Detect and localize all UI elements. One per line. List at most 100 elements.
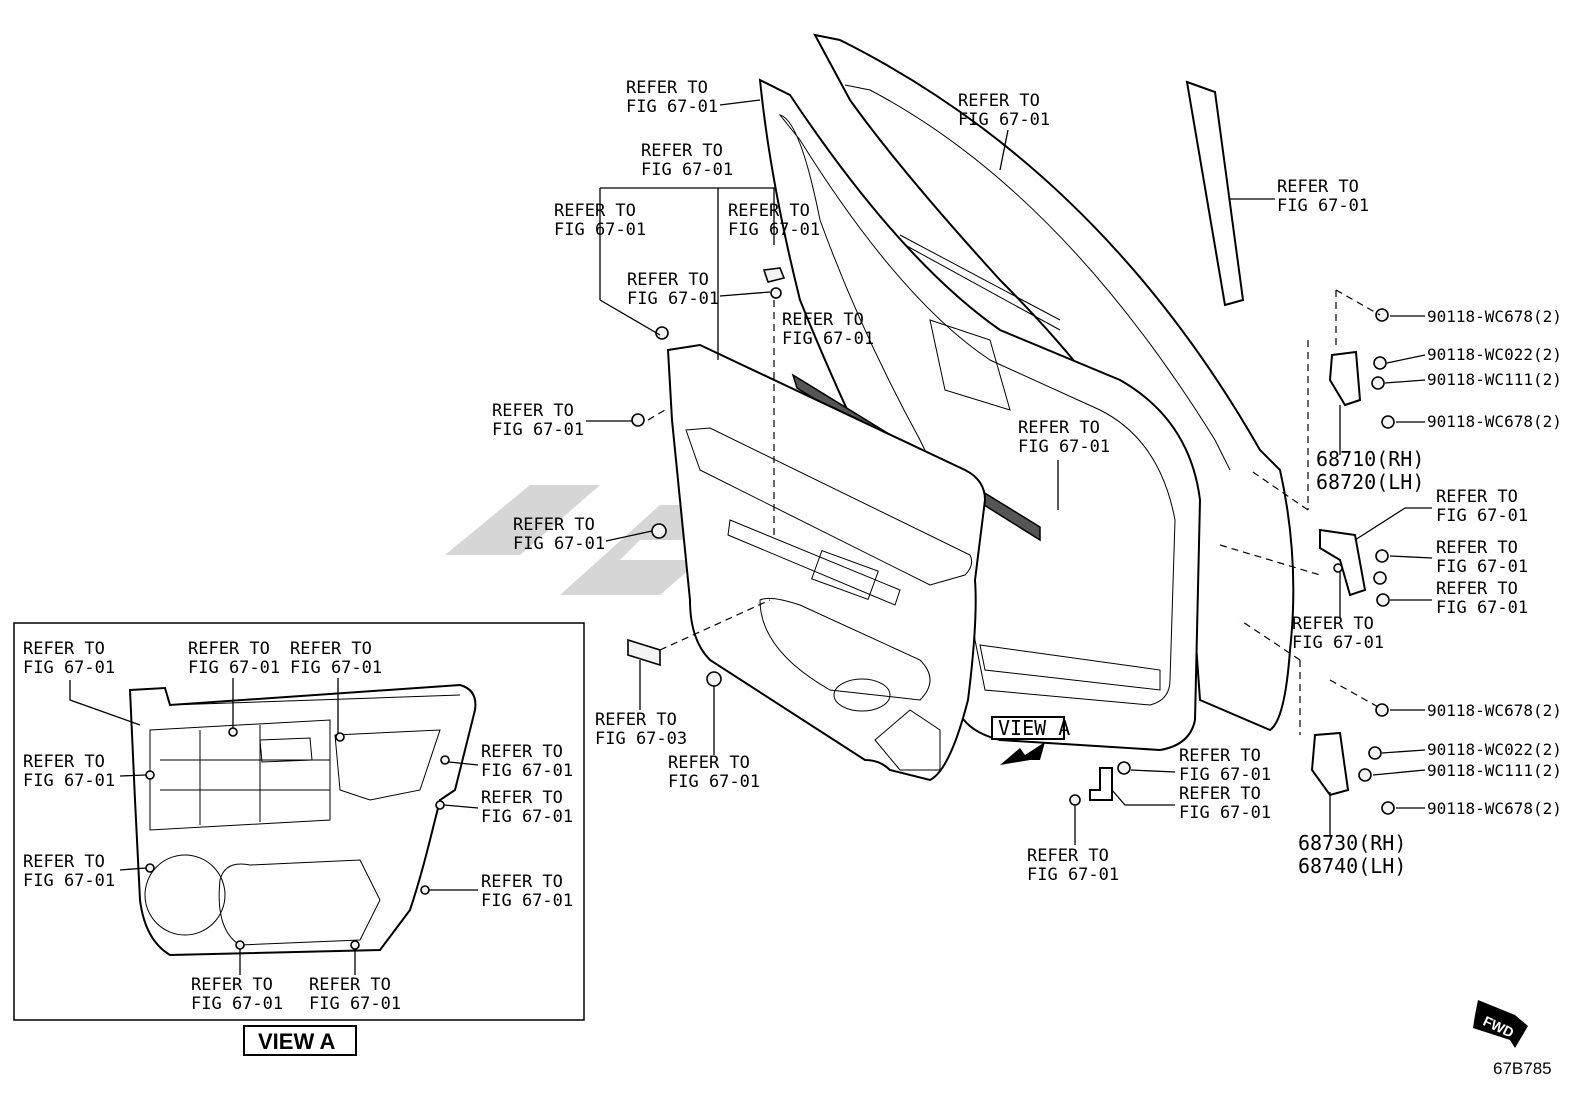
reference-label: FIG 67-01 — [23, 658, 115, 678]
reference-label: REFER TO — [1436, 579, 1518, 599]
door-trim-panel — [666, 343, 987, 782]
reference-label: FIG 67-01 — [1436, 506, 1528, 526]
reference-label: REFER TO — [627, 270, 709, 290]
reference-label: FIG 67-01 — [1292, 633, 1384, 653]
reference-label: REFER TO — [290, 639, 372, 659]
part-number: 90118-WC678(2) — [1427, 307, 1562, 326]
reference-label: REFER TO — [1179, 784, 1261, 804]
main-labels: REFER TO FIG 67-01 REFER TO FIG 67-01 RE… — [492, 78, 1528, 885]
lower-hinge — [1310, 703, 1395, 815]
reference-label: REFER TO — [23, 639, 105, 659]
reference-label: REFER TO — [1179, 746, 1261, 766]
reference-label: FIG 67-01 — [191, 994, 283, 1014]
view-arrow-icon — [1000, 742, 1045, 765]
reference-label: REFER TO — [1018, 418, 1100, 438]
reference-label: FIG 67-01 — [1436, 557, 1528, 577]
view-a-marker: VIEW A — [991, 716, 1070, 765]
reference-label: REFER TO — [23, 852, 105, 872]
reference-label: FIG 67-01 — [492, 420, 584, 440]
reference-label: FIG 67-01 — [290, 658, 382, 678]
reference-label: FIG 67-01 — [626, 97, 718, 117]
assembly-dashes — [647, 289, 1381, 735]
fwd-arrow: FWD — [1473, 1000, 1528, 1048]
reference-label: REFER TO — [1292, 614, 1374, 634]
reference-label: REFER TO — [554, 201, 636, 221]
reference-label: REFER TO — [481, 742, 563, 762]
reference-label: REFER TO — [626, 78, 708, 98]
reference-label: REFER TO — [23, 752, 105, 772]
reference-label: FIG 67-01 — [1436, 598, 1528, 618]
reference-label: FIG 67-01 — [1277, 196, 1369, 216]
reference-label: FIG 67-01 — [481, 807, 573, 827]
reference-label: REFER TO — [958, 91, 1040, 111]
clip-icon — [770, 287, 782, 299]
reference-label: REFER TO — [1027, 846, 1109, 866]
door-garnish-strip — [1185, 80, 1245, 307]
clip-icon — [762, 267, 786, 283]
bracket-icon — [627, 638, 661, 667]
reference-label: REFER TO — [1277, 177, 1359, 197]
reference-label: REFER TO — [309, 975, 391, 995]
reference-label: FIG 67-01 — [23, 771, 115, 791]
reference-label: REFER TO — [641, 141, 723, 161]
reference-label: FIG 67-01 — [1027, 865, 1119, 885]
reference-label: FIG 67-01 — [481, 891, 573, 911]
part-number: 90118-WC678(2) — [1427, 701, 1562, 720]
part-number: 90118-WC022(2) — [1427, 345, 1562, 364]
upper-hinge — [1328, 308, 1395, 429]
reference-label: FIG 67-01 — [513, 534, 605, 554]
reference-label: REFER TO — [191, 975, 273, 995]
reference-label: FIG 67-01 — [627, 289, 719, 309]
part-number: 90118-WC678(2) — [1427, 799, 1562, 818]
reference-label: REFER TO — [513, 515, 595, 535]
reference-label: REFER TO — [492, 401, 574, 421]
view-a-tag: VIEW A — [998, 716, 1070, 740]
reference-label: REFER TO — [668, 753, 750, 773]
reference-label: FIG 67-01 — [1018, 437, 1110, 457]
part-number: 90118-WC111(2) — [1427, 370, 1562, 389]
hinge-part-number: 68710(RH) — [1316, 447, 1424, 471]
part-number: 90118-WC022(2) — [1427, 740, 1562, 759]
reference-label: FIG 67-01 — [668, 772, 760, 792]
door-shell — [758, 33, 1295, 752]
reference-label: REFER TO — [481, 872, 563, 892]
reference-label: REFER TO — [1436, 487, 1518, 507]
reference-label: FIG 67-01 — [554, 220, 646, 240]
reference-label: FIG 67-01 — [728, 220, 820, 240]
clip-icon — [706, 671, 722, 687]
reference-label: REFER TO — [1436, 538, 1518, 558]
reference-label: FIG 67-01 — [481, 761, 573, 781]
middle-check-bracket — [1319, 528, 1390, 607]
clip-icon — [651, 523, 667, 539]
figure-code: 67B785 — [1493, 1059, 1552, 1078]
reference-label: FIG 67-03 — [595, 729, 687, 749]
reference-label: FIG 67-01 — [958, 110, 1050, 130]
reference-label: REFER TO — [595, 710, 677, 730]
clip-icon — [631, 413, 645, 427]
hinge-part-number: 68730(RH) — [1298, 831, 1406, 855]
reference-label: FIG 67-01 — [309, 994, 401, 1014]
reference-label: REFER TO — [728, 201, 810, 221]
reference-label: FIG 67-01 — [1179, 765, 1271, 785]
striker-bracket — [1069, 761, 1131, 806]
reference-label: REFER TO — [188, 639, 270, 659]
reference-label: FIG 67-01 — [1179, 803, 1271, 823]
fwd-arrow-icon — [1473, 1000, 1528, 1048]
inset-view-a: REFER TO FIG 67-01 REFER TO FIG 67-01 RE… — [13, 622, 585, 1056]
reference-label: FIG 67-01 — [641, 160, 733, 180]
reference-label: FIG 67-01 — [782, 329, 874, 349]
part-numbers: 90118-WC678(2) 90118-WC022(2) 90118-WC11… — [1298, 307, 1562, 878]
clip-icons — [627, 267, 786, 687]
inset-caption: VIEW A — [258, 1029, 336, 1054]
leader-lines — [586, 99, 1433, 845]
reference-label: FIG 67-01 — [23, 871, 115, 891]
part-number: 90118-WC111(2) — [1427, 761, 1562, 780]
hinge-part-number: 68740(LH) — [1298, 854, 1406, 878]
hinge-part-number: 68720(LH) — [1316, 470, 1424, 494]
part-number: 90118-WC678(2) — [1427, 412, 1562, 431]
reference-label: REFER TO — [782, 310, 864, 330]
reference-label: FIG 67-01 — [188, 658, 280, 678]
reference-label: REFER TO — [481, 788, 563, 808]
